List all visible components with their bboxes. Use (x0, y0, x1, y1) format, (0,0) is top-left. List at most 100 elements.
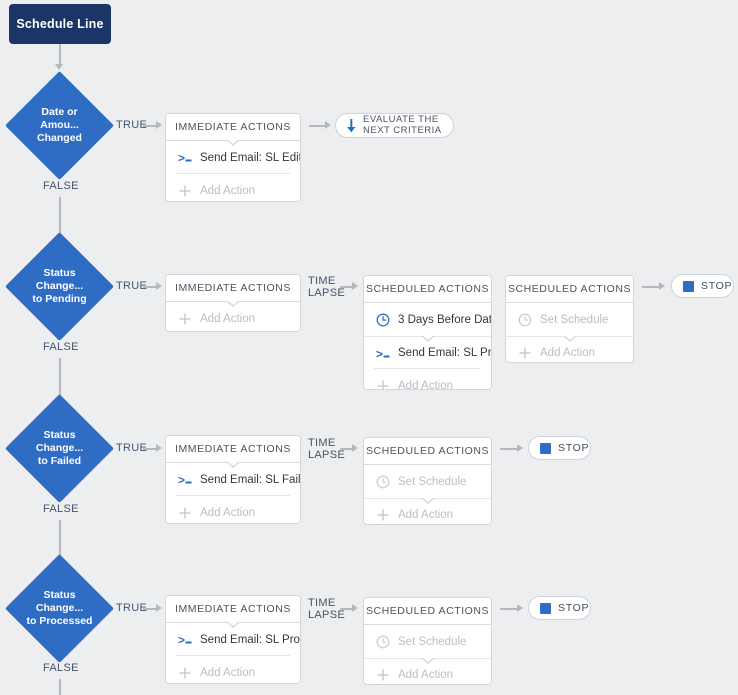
connector-to-stop-2-arrowhead (659, 282, 665, 290)
scheduled-actions-card-2b[interactable]: SCHEDULED ACTIONS Set Schedule Add Actio… (505, 275, 634, 363)
stop-node-3[interactable]: STOP (528, 436, 591, 460)
evaluate-next-criteria-node[interactable]: EVALUATE THE NEXT CRITERIA (335, 113, 454, 138)
stop-node-4[interactable]: STOP (528, 596, 591, 620)
criteria-label-3-line1: Status Change... (35, 429, 84, 455)
start-node[interactable]: Schedule Line (9, 4, 111, 44)
evaluate-line1: EVALUATE THE (363, 113, 439, 125)
immediate-actions-header-4-text: IMMEDIATE ACTIONS (175, 603, 291, 615)
connector-time-lapse-4 (340, 608, 353, 610)
svg-text:>: > (178, 151, 185, 164)
immediate-actions-header-2-text: IMMEDIATE ACTIONS (175, 282, 291, 294)
immediate-actions-header-1-text: IMMEDIATE ACTIONS (175, 121, 291, 133)
immediate-actions-card-4[interactable]: IMMEDIATE ACTIONS > Send Email: SL Proc.… (165, 595, 301, 684)
clock-icon (375, 312, 391, 328)
evaluate-next-criteria-label: EVALUATE THE NEXT CRITERIA (363, 113, 442, 137)
scheduled-actions-header-2b: SCHEDULED ACTIONS (506, 276, 633, 303)
criteria-label-2: Status Change... to Pending (21, 248, 98, 325)
immediate-actions-card-1[interactable]: IMMEDIATE ACTIONS > Send Email: SL Edit.… (165, 113, 301, 202)
connector-true-2-arrowhead (156, 282, 162, 290)
connector-false-1 (59, 197, 61, 239)
immediate-actions-header-4: IMMEDIATE ACTIONS (166, 596, 300, 623)
criteria-label-1: Date or Amou... Changed (21, 87, 98, 164)
scheduled-actions-header-2a-text: SCHEDULED ACTIONS (365, 283, 490, 295)
schedule-item-label: 3 Days Before Date... (398, 313, 491, 326)
add-action-button-2b[interactable]: Add Action (506, 335, 633, 362)
add-action-button-3s[interactable]: Add Action (364, 497, 491, 524)
set-schedule-label: Set Schedule (540, 313, 609, 326)
scheduled-actions-card-2a[interactable]: SCHEDULED ACTIONS 3 Days Before Date... … (363, 275, 492, 390)
time-lapse-label-3: TIME LAPSE (308, 437, 345, 462)
immediate-actions-card-3[interactable]: IMMEDIATE ACTIONS > Send Email: SL Faile… (165, 435, 301, 524)
plus-icon (375, 507, 391, 523)
plus-icon (375, 667, 391, 683)
criteria-node-2[interactable]: Status Change... to Pending (5, 232, 114, 341)
criteria-node-1[interactable]: Date or Amou... Changed (5, 71, 114, 180)
add-action-button-4s[interactable]: Add Action (364, 657, 491, 684)
criteria-label-1-line1: Date or Amou... (40, 106, 79, 132)
action-item-send-email-sl-failed[interactable]: > Send Email: SL Failed (166, 461, 300, 496)
clock-icon (375, 474, 391, 490)
plus-icon (177, 505, 193, 521)
stop-label: STOP (558, 441, 590, 454)
add-action-button-3[interactable]: Add Action (166, 496, 300, 523)
set-schedule-button-2b[interactable]: Set Schedule (506, 303, 633, 336)
scheduled-actions-header-2b-text: SCHEDULED ACTIONS (507, 283, 632, 295)
add-action-label: Add Action (398, 509, 453, 521)
immediate-actions-header-3: IMMEDIATE ACTIONS (166, 436, 300, 463)
scheduled-actions-card-3[interactable]: SCHEDULED ACTIONS Set Schedule Add Actio… (363, 437, 492, 525)
criteria-label-4-line2: to Processed (26, 614, 93, 627)
false-label-3: FALSE (43, 503, 79, 515)
criteria-node-4[interactable]: Status Change... to Processed (5, 554, 114, 663)
action-item-send-email-sl-proc-2[interactable]: > Send Email: SL Proc... (364, 335, 491, 369)
add-action-button-2[interactable]: Add Action (166, 300, 300, 331)
action-item-label: Send Email: SL Failed (200, 473, 300, 486)
add-action-label: Add Action (200, 184, 255, 197)
connector-to-stop-3 (500, 448, 518, 450)
start-node-label: Schedule Line (16, 17, 104, 31)
true-label-4: TRUE (116, 602, 148, 614)
schedule-item-3-days-before-date[interactable]: 3 Days Before Date... (364, 303, 491, 336)
set-schedule-button-4[interactable]: Set Schedule (364, 625, 491, 658)
add-action-button-4[interactable]: Add Action (166, 656, 300, 683)
action-item-label: Send Email: SL Edit... (200, 151, 300, 164)
connector-false-2 (59, 358, 61, 400)
immediate-actions-card-2[interactable]: IMMEDIATE ACTIONS Add Action (165, 274, 301, 332)
stop-node-2[interactable]: STOP (671, 274, 734, 298)
row-notch-icon (226, 621, 240, 628)
connector-true-1 (143, 125, 157, 127)
connector-to-stop-4-arrowhead (517, 604, 523, 612)
row-notch-icon (420, 497, 435, 504)
scheduled-actions-card-4[interactable]: SCHEDULED ACTIONS Set Schedule Add Actio… (363, 597, 492, 685)
add-action-label: Add Action (200, 506, 255, 519)
connector-time-lapse-2-arrowhead (352, 282, 358, 290)
connector-true-4 (143, 608, 157, 610)
add-action-label: Add Action (200, 312, 255, 325)
action-item-label: Send Email: SL Proc... (398, 347, 491, 359)
connector-to-stop-2 (642, 286, 660, 288)
add-action-label: Add Action (540, 347, 595, 359)
row-notch-icon (226, 461, 240, 468)
action-item-send-email-sl-proc-4[interactable]: > Send Email: SL Proc... (166, 621, 300, 656)
evaluate-line2: NEXT CRITERIA (363, 124, 442, 136)
row-notch-icon (420, 657, 435, 664)
set-schedule-button-3[interactable]: Set Schedule (364, 465, 491, 498)
immediate-actions-header-2: IMMEDIATE ACTIONS (166, 275, 300, 302)
add-action-button-1[interactable]: Add Action (166, 174, 300, 201)
action-item-label: Send Email: SL Proc... (200, 633, 300, 646)
connector-time-lapse-3-arrowhead (352, 444, 358, 452)
true-label-1: TRUE (116, 119, 148, 131)
connector-to-evaluate-1-arrowhead (325, 121, 331, 129)
false-label-2: FALSE (43, 341, 79, 353)
plus-icon (177, 183, 193, 199)
action-item-send-email-sl-edit[interactable]: > Send Email: SL Edit... (166, 139, 300, 174)
stop-square-icon (540, 442, 551, 454)
true-label-2: TRUE (116, 280, 148, 292)
criteria-label-2-line2: to Pending (32, 292, 87, 305)
time-lapse-line2: LAPSE (308, 609, 345, 622)
add-action-label: Add Action (398, 379, 453, 390)
connector-to-stop-4 (500, 608, 518, 610)
time-lapse-label-2: TIME LAPSE (308, 275, 345, 300)
criteria-node-3[interactable]: Status Change... to Failed (5, 394, 114, 503)
add-action-button-2a[interactable]: Add Action (364, 369, 491, 390)
